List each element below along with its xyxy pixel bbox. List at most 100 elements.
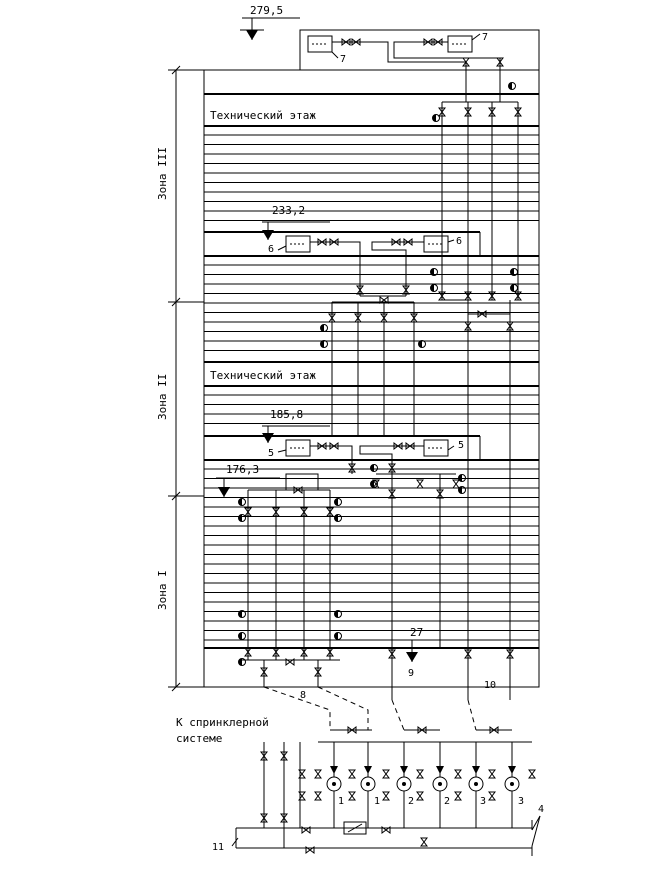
valve <box>496 57 504 67</box>
valve <box>452 479 460 489</box>
valve <box>348 463 356 473</box>
building-outline <box>203 29 540 688</box>
valve <box>433 38 443 46</box>
valve <box>314 769 322 779</box>
callout-leaders <box>231 33 541 847</box>
callout-3b: 3 <box>518 796 524 807</box>
valve <box>416 479 424 489</box>
water-tap <box>238 658 246 666</box>
zone-3-label: Зона III <box>156 147 169 200</box>
water-tap <box>430 284 438 292</box>
valve <box>417 726 427 734</box>
valve <box>285 658 295 666</box>
water-taps <box>238 82 518 666</box>
valve <box>423 38 433 46</box>
valve <box>314 667 322 677</box>
tech-floor-lower-label: Технический этаж <box>210 369 316 382</box>
water-tap <box>458 474 466 482</box>
tank-zone3-right <box>423 235 449 253</box>
valve <box>464 291 472 301</box>
valve <box>326 507 334 517</box>
valve <box>514 291 522 301</box>
valve <box>489 726 499 734</box>
valve <box>381 826 391 834</box>
valve <box>293 486 303 494</box>
level-roof-value: 279,5 <box>250 4 283 17</box>
water-tap <box>238 632 246 640</box>
tank-roof-left <box>307 35 333 53</box>
pumps <box>326 742 520 828</box>
piping <box>235 41 533 856</box>
level-mark-roof <box>240 17 300 40</box>
level-mark-zone3-tank <box>262 221 330 240</box>
callout-3a: 3 <box>480 796 486 807</box>
valve <box>329 442 339 450</box>
water-tap <box>238 498 246 506</box>
water-tap <box>458 486 466 494</box>
valve <box>329 238 339 246</box>
pump <box>360 742 376 828</box>
level-zone3-value: 233,2 <box>272 204 305 217</box>
valve <box>354 313 362 323</box>
callout-2a: 2 <box>408 796 414 807</box>
valve <box>272 647 280 657</box>
valve <box>380 313 388 323</box>
valve <box>298 769 306 779</box>
callout-7a: 7 <box>340 54 346 65</box>
valve <box>420 837 428 847</box>
water-tap <box>370 464 378 472</box>
water-tap <box>430 268 438 276</box>
valve <box>528 769 536 779</box>
water-tap <box>510 284 518 292</box>
valve <box>416 791 424 801</box>
valve <box>388 649 396 659</box>
valve <box>280 751 288 761</box>
valve <box>314 791 322 801</box>
callout-9: 9 <box>408 668 414 679</box>
water-meter <box>343 821 367 835</box>
valve <box>305 846 315 854</box>
valve <box>464 649 472 659</box>
valve <box>388 463 396 473</box>
valve <box>341 38 351 46</box>
valve <box>391 238 401 246</box>
valve <box>272 507 280 517</box>
tank-zone3-left <box>285 235 311 253</box>
valve <box>382 791 390 801</box>
valve <box>347 726 357 734</box>
valve <box>244 647 252 657</box>
valve <box>379 296 389 304</box>
level-zone1-value: 176,3 <box>226 463 259 476</box>
water-tap <box>334 632 342 640</box>
callout-6a: 6 <box>268 244 274 255</box>
tech-floor-upper-label: Технический этаж <box>210 109 316 122</box>
zone-1-label: Зона I <box>156 570 169 610</box>
floor-lines <box>204 134 539 641</box>
valve <box>317 238 327 246</box>
water-tap <box>238 610 246 618</box>
valve <box>464 107 472 117</box>
water-tap <box>432 114 440 122</box>
water-tap <box>334 514 342 522</box>
callout-11: 11 <box>212 842 224 853</box>
valve <box>298 791 306 801</box>
sprinkler-label-line2: системе <box>176 732 222 745</box>
tank-zone2-left <box>285 439 311 457</box>
level-ground-value: 27 <box>410 626 423 639</box>
valve <box>416 769 424 779</box>
valve <box>356 285 364 295</box>
valve <box>506 321 514 331</box>
valve <box>436 489 444 499</box>
valve <box>348 769 356 779</box>
valve <box>488 107 496 117</box>
pump <box>504 742 520 828</box>
valve <box>300 647 308 657</box>
valve <box>403 238 413 246</box>
callout-5a: 5 <box>268 448 274 459</box>
water-tap <box>418 340 426 348</box>
valve <box>454 791 462 801</box>
valve <box>317 442 327 450</box>
callout-6b: 6 <box>456 236 462 247</box>
